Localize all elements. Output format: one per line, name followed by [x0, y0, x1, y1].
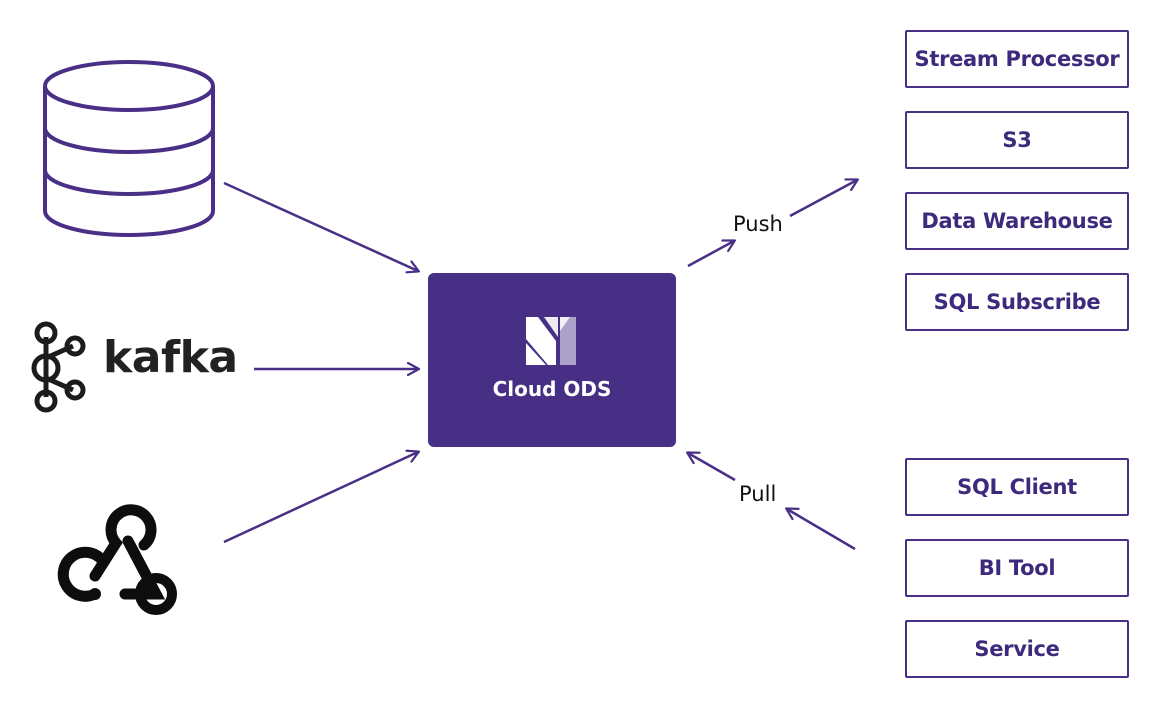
- arrow-push-segment-2: [789, 180, 857, 218]
- arrow-webhook-to-hub: [223, 452, 418, 544]
- dest-stream-processor: Stream Processor: [905, 30, 1129, 88]
- dest-s3: S3: [905, 111, 1129, 169]
- arrow-pull-segment-1: [787, 509, 856, 551]
- arrow-pull-segment-2: [688, 453, 736, 482]
- push-label: Push: [733, 212, 783, 236]
- client-service: Service: [905, 620, 1129, 678]
- arrow-database-to-hub: [223, 181, 418, 271]
- kafka-icon: [31, 321, 86, 413]
- client-sql-client: SQL Client: [905, 458, 1129, 516]
- hub-label: Cloud ODS: [492, 377, 612, 401]
- dest-sql-subscribe: SQL Subscribe: [905, 273, 1129, 331]
- dest-data-warehouse: Data Warehouse: [905, 192, 1129, 250]
- kafka-label: kafka: [103, 332, 238, 383]
- pull-label: Pull: [739, 482, 777, 506]
- client-bi-tool: BI Tool: [905, 539, 1129, 597]
- database-icon: [43, 60, 215, 237]
- materialize-logo-icon: [526, 317, 576, 365]
- webhook-icon: [57, 504, 177, 615]
- cloud-ods-hub: Cloud ODS: [428, 273, 676, 447]
- arrow-push-segment-1: [687, 241, 734, 268]
